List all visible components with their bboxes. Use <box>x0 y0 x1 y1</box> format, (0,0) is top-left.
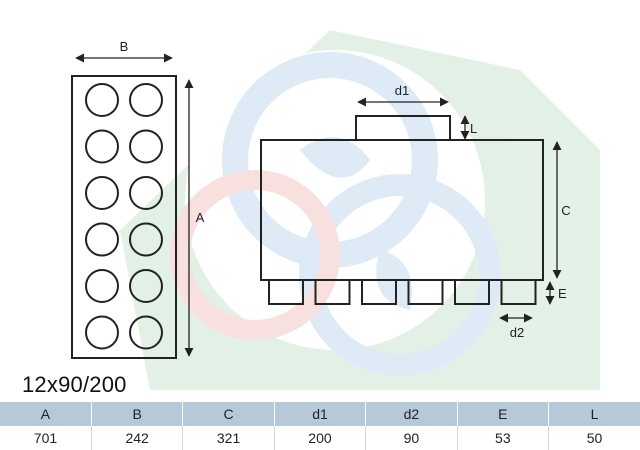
header-c: C <box>182 402 275 426</box>
dimension-b-label: B <box>120 39 129 54</box>
dimension-c-label: C <box>561 203 570 218</box>
outlet-stub <box>314 279 351 305</box>
value-e: 53 <box>457 426 550 450</box>
value-c: 321 <box>182 426 275 450</box>
dimension-d1-label: d1 <box>395 83 409 98</box>
outlet-circle <box>129 222 163 257</box>
outlet-stub <box>361 279 397 305</box>
dimension-a-label: A <box>196 210 205 225</box>
outlet-circle <box>129 83 163 117</box>
outlet-circle <box>129 129 163 164</box>
spec-table-value-row: 701 242 321 200 90 53 50 <box>0 426 640 450</box>
outlet-circle <box>129 315 163 350</box>
value-d2: 90 <box>365 426 458 450</box>
outlet-circle <box>129 176 163 210</box>
front-outlets <box>85 83 163 350</box>
side-view: d1 L C E d2 <box>260 83 571 340</box>
spec-table-header-row: A B C d1 d2 E L <box>0 402 640 426</box>
outlet-stub <box>454 279 490 305</box>
header-b: B <box>91 402 184 426</box>
outlet-circle <box>129 269 163 303</box>
outlet-circle <box>85 315 119 350</box>
dimension-e-label: E <box>558 286 567 301</box>
outlet-circle <box>85 176 119 210</box>
spec-table: A B C d1 d2 E L 701 242 321 200 90 53 50 <box>0 402 640 450</box>
outlet-stub <box>407 279 444 305</box>
header-a: A <box>0 402 92 426</box>
outlet-circle <box>85 129 119 164</box>
brand-logo-watermark <box>120 30 600 390</box>
value-d1: 200 <box>274 426 367 450</box>
header-e: E <box>457 402 550 426</box>
value-l: 50 <box>548 426 640 450</box>
outlet-circle <box>85 83 119 117</box>
technical-drawing: B A d1 L C E d2 <box>71 30 600 390</box>
dimension-l-label: L <box>470 121 477 136</box>
side-outlets <box>268 279 537 305</box>
front-view: B A <box>71 39 205 359</box>
outlet-stub <box>500 279 537 305</box>
value-b: 242 <box>91 426 184 450</box>
outlet-circle <box>85 269 119 303</box>
header-d2: d2 <box>365 402 458 426</box>
outlet-circle <box>85 222 119 257</box>
header-l: L <box>548 402 640 426</box>
value-a: 701 <box>0 426 92 450</box>
outlet-stub <box>268 279 304 305</box>
header-d1: d1 <box>274 402 367 426</box>
dimension-d2-label: d2 <box>510 325 524 340</box>
model-title: 12x90/200 <box>22 372 127 397</box>
